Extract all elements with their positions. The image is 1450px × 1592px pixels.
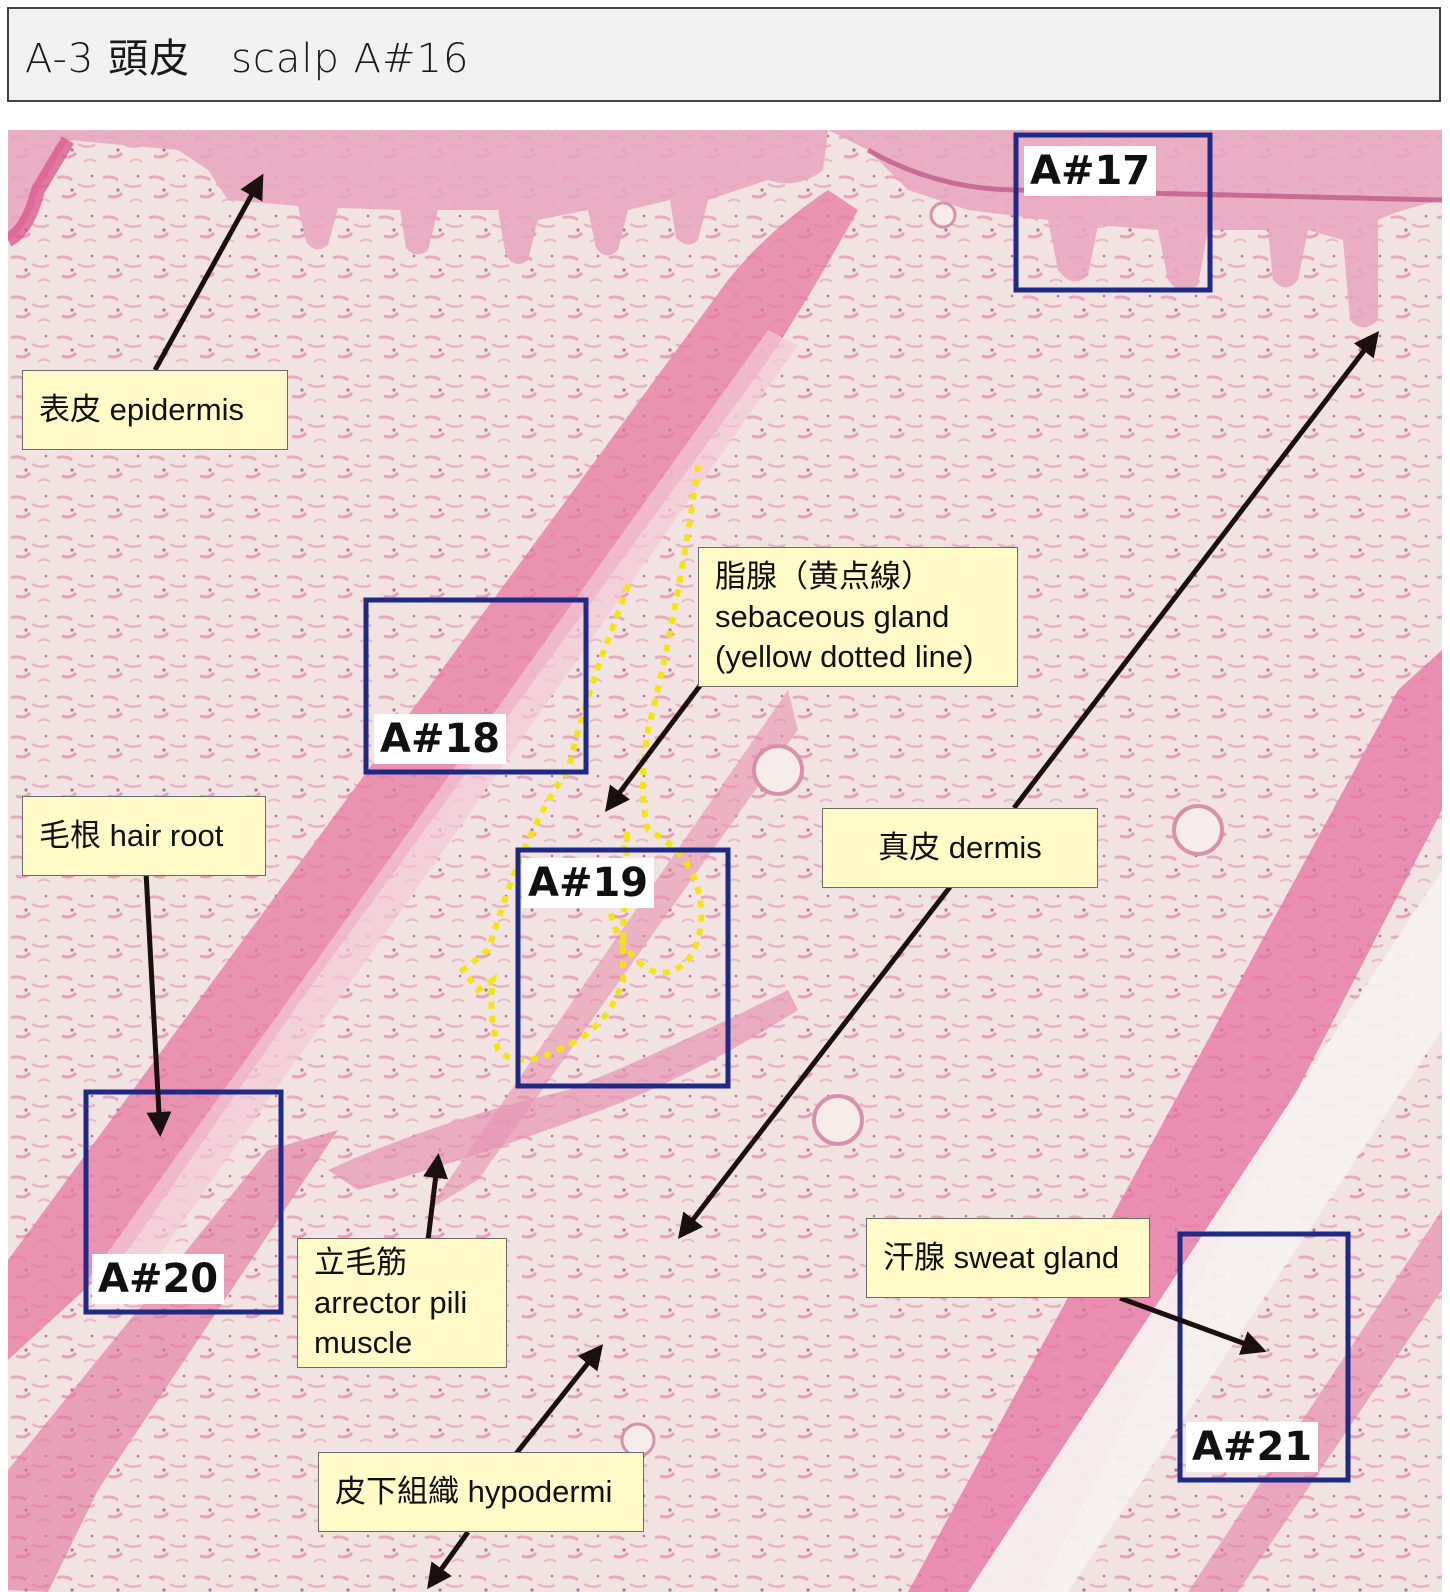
ref-box-a21 (1177, 1231, 1351, 1483)
arrow-hypodermis-up (513, 1344, 604, 1457)
label-arrector-pili: 立毛筋 arrector pili muscle (297, 1238, 507, 1368)
arrow-sebaceous (604, 673, 710, 812)
label-hypodermis: 皮下組織 hypodermi (318, 1452, 644, 1532)
histology-figure: A#17 A#18 A#19 A#20 A#21 表皮 epidermis 脂腺… (8, 130, 1442, 1592)
ref-label-a18: A#18 (374, 714, 507, 764)
ref-label-a20: A#20 (92, 1254, 225, 1304)
arrow-dermis-lower (677, 885, 952, 1239)
label-sweat-gland: 汗腺 sweat gland (866, 1218, 1150, 1298)
hair-follicle-main (8, 190, 858, 1360)
arrow-hair-root (143, 871, 172, 1137)
arrow-epidermis (152, 173, 264, 372)
ref-box-a17 (1013, 132, 1213, 293)
scalp-section-illustration (8, 130, 1442, 1592)
hair-follicle-right (908, 650, 1442, 1592)
ref-box-a20 (83, 1089, 284, 1315)
title-bar: A-3 頭皮 scalp A#16 (7, 7, 1441, 102)
ref-box-a19 (515, 847, 731, 1089)
arrector-pili-muscle (328, 990, 798, 1190)
page-title: A-3 頭皮 scalp A#16 (25, 35, 470, 82)
arrow-arrector-pili (423, 1153, 448, 1241)
arrow-dermis-upper (1012, 331, 1380, 810)
label-sebaceous-gland: 脂腺（黄点線） sebaceous gland (yellow dotted l… (698, 547, 1018, 687)
ref-label-a21: A#21 (1186, 1422, 1319, 1472)
ref-label-a17: A#17 (1024, 146, 1157, 196)
label-hair-root: 毛根 hair root (22, 796, 266, 876)
arrow-hypodermis-down (427, 1530, 471, 1590)
ref-box-a18 (363, 597, 589, 775)
label-dermis: 真皮 dermis (822, 808, 1098, 888)
label-epidermis: 表皮 epidermis (22, 370, 288, 450)
arrow-sweat-gland (1119, 1295, 1267, 1355)
ref-label-a19: A#19 (522, 858, 655, 908)
